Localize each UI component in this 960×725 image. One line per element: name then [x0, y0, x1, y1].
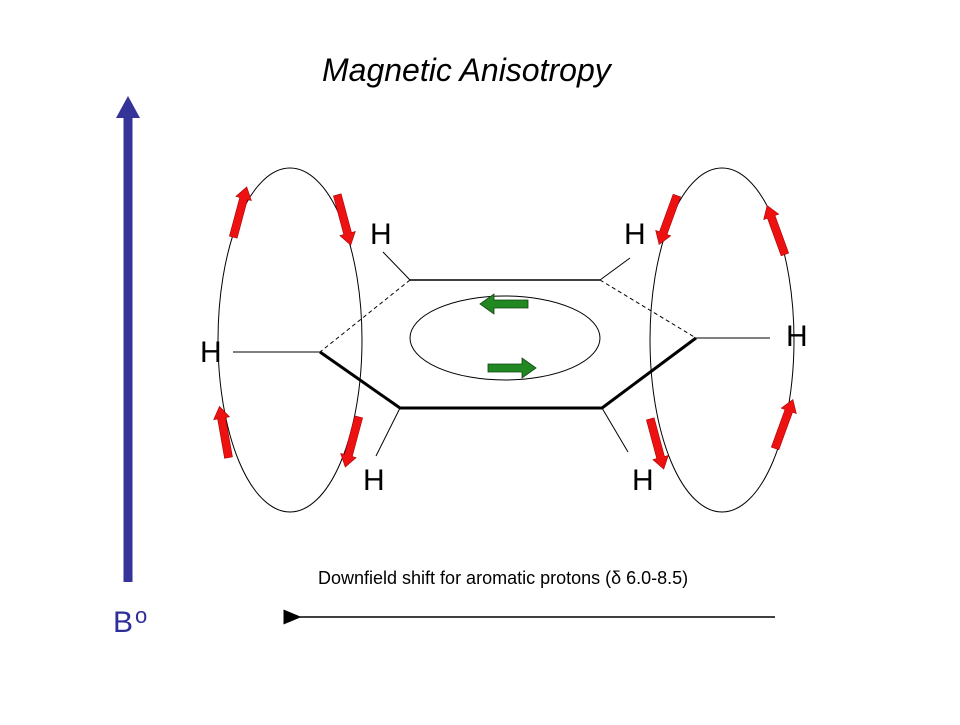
red-arrow-icon — [340, 415, 363, 468]
hydrogen-label-top-left: H — [370, 218, 392, 251]
field-label-main: B — [113, 606, 134, 639]
induced-field-arrows — [213, 186, 797, 470]
hydrogen-label-right: H — [786, 320, 808, 353]
ring-current-loop — [409, 295, 601, 381]
field-label-subscript: o — [135, 603, 148, 628]
red-arrow-icon — [213, 405, 233, 459]
red-arrow-icon — [229, 186, 252, 239]
red-arrow-icon — [763, 205, 790, 257]
green-arrow-icon — [479, 293, 529, 315]
ch-bonds — [233, 251, 770, 457]
field-label: Bo — [113, 603, 148, 640]
hydrogen-label-bottom-right: H — [632, 464, 654, 497]
hydrogen-label-left: H — [200, 336, 222, 369]
page-title: Magnetic Anisotropy — [322, 52, 611, 88]
field-arrow — [116, 96, 140, 582]
red-arrow-icon — [646, 417, 669, 470]
green-arrow-icon — [487, 357, 537, 379]
right-induced-field-loop — [649, 167, 795, 513]
red-arrow-icon — [770, 399, 797, 451]
hydrogen-label-top-right: H — [624, 218, 646, 251]
ring-current-arrows — [479, 293, 537, 379]
benzene-ring — [319, 279, 697, 410]
left-induced-field-loop — [217, 167, 363, 513]
hydrogen-label-bottom-left: H — [363, 464, 385, 497]
red-arrow-icon — [655, 193, 682, 245]
red-arrow-icon — [333, 193, 356, 246]
shift-caption: Downfield shift for aromatic protons (δ … — [318, 568, 689, 588]
